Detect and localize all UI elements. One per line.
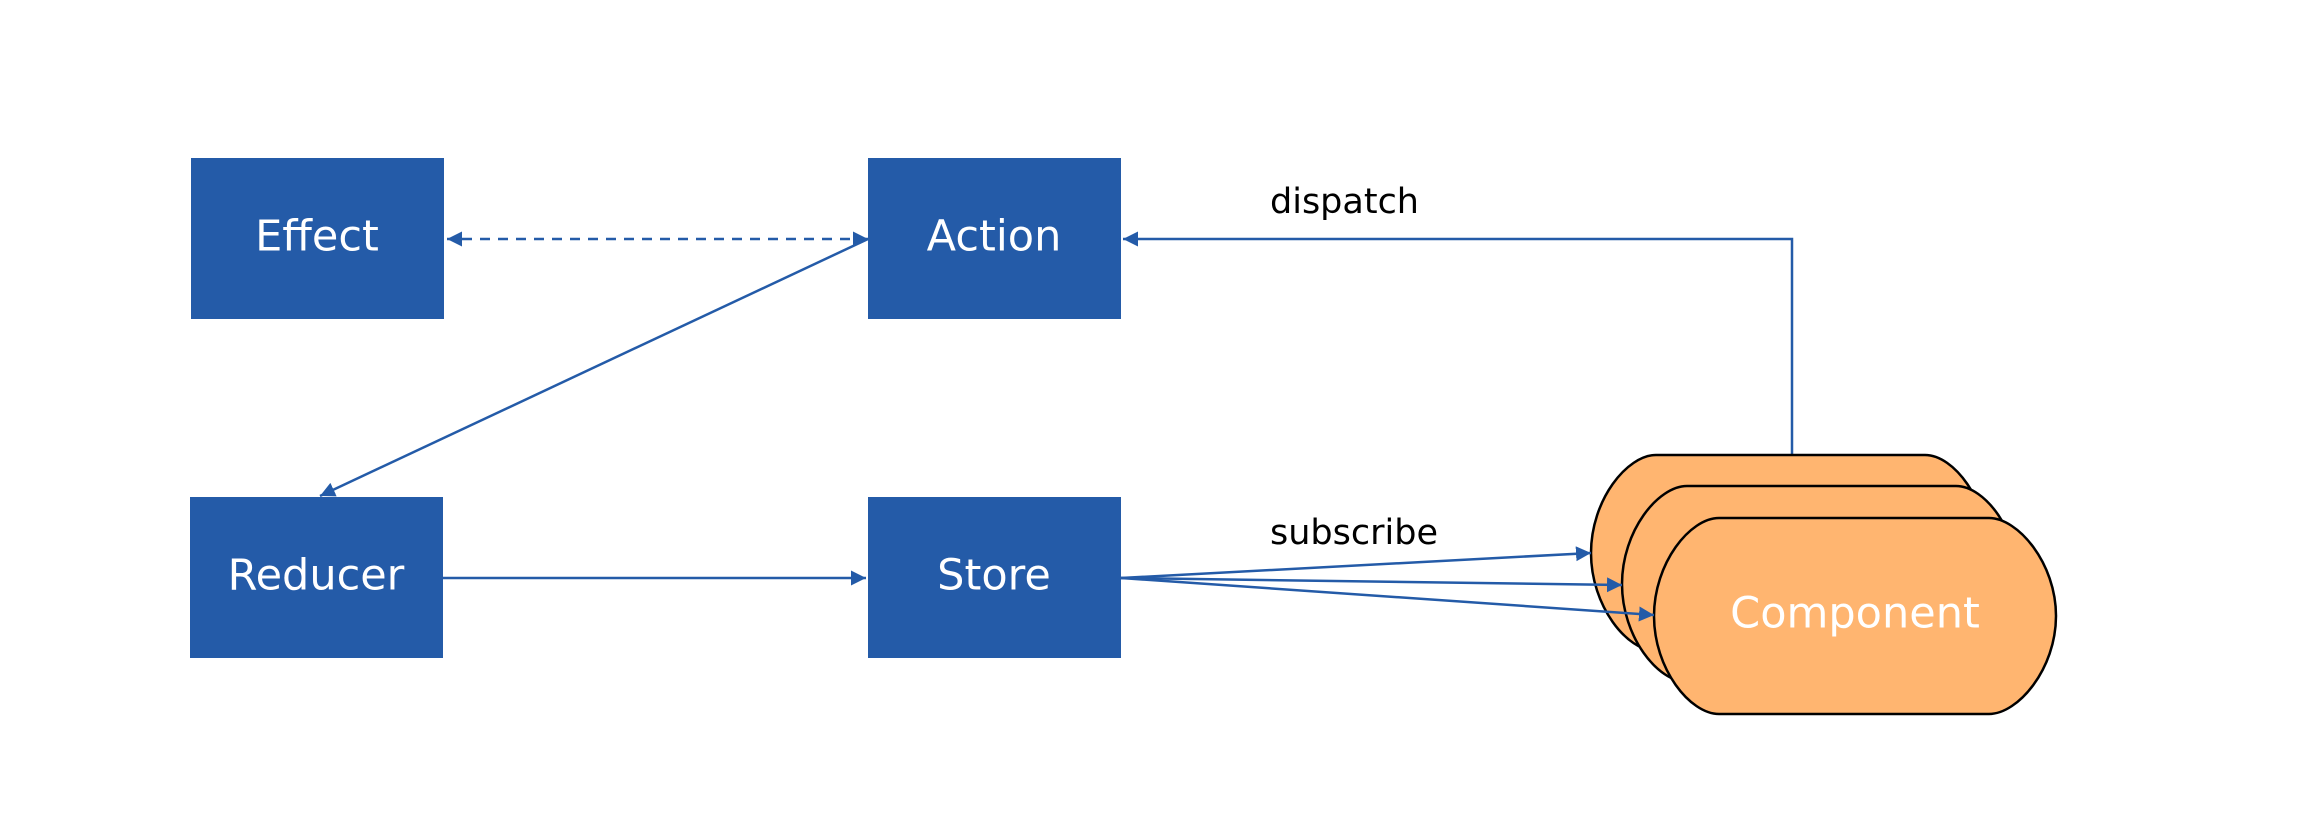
node-action: Action xyxy=(868,158,1121,319)
action-label: Action xyxy=(927,212,1062,262)
edge-store-component-2 xyxy=(1120,576,1623,593)
edge-dispatch xyxy=(1123,231,1794,455)
component-shape-front xyxy=(1652,516,2058,716)
node-reducer: Reducer xyxy=(190,497,443,658)
store-label: Store xyxy=(937,551,1051,601)
dispatch-label: dispatch xyxy=(1270,182,1419,222)
reducer-label: Reducer xyxy=(228,551,405,601)
component-label: Component xyxy=(1730,589,1980,639)
store-box xyxy=(868,497,1121,658)
edge-store-component-1 xyxy=(1120,546,1592,580)
node-effect: Effect xyxy=(191,158,444,319)
node-store: Store xyxy=(868,497,1121,658)
reducer-box xyxy=(190,497,443,658)
effect-box xyxy=(191,158,444,319)
action-box xyxy=(868,158,1121,319)
edge-action-reducer xyxy=(319,237,869,498)
edge-store-component-3 xyxy=(1120,576,1655,622)
subscribe-label: subscribe xyxy=(1270,513,1438,553)
effect-label: Effect xyxy=(255,212,379,262)
component-stack: Component xyxy=(1589,453,2058,716)
